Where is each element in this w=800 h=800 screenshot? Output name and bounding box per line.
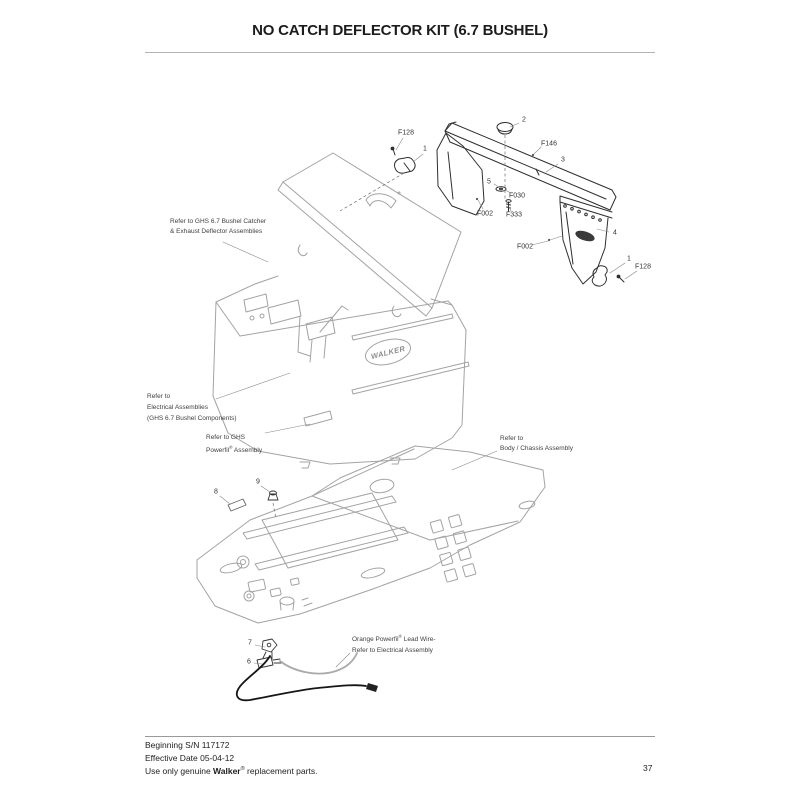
- vent-grid: [429, 514, 477, 583]
- registered-mark: ®: [398, 634, 402, 639]
- callout-f333: F333: [506, 211, 522, 219]
- decal-part-8: [227, 498, 247, 512]
- note-powerfil-line2: Powerfil® Assembly: [206, 445, 263, 455]
- note-body-line2: Body / Chassis Assembly: [500, 445, 573, 452]
- registered-mark: ®: [229, 445, 233, 450]
- callout-5: 5: [487, 178, 491, 186]
- mower-body-group: WALKER: [212, 152, 470, 469]
- note-catcher-line1: Refer to GHS 6.7 Bushel Catcher: [170, 218, 267, 225]
- note-body-chassis: Refer to Body / Chassis Assembly: [500, 434, 573, 454]
- callout-f146: F146: [541, 140, 557, 148]
- brand-name: Walker: [213, 766, 241, 776]
- footer-genuine: Use only genuine Walker® replacement par…: [145, 766, 318, 776]
- washer: [495, 186, 507, 192]
- note-powerfil: Refer to GHS Powerfil® Assembly: [206, 433, 262, 456]
- note-powerfil-line1: Refer to GHS: [206, 434, 246, 441]
- note-lead-wire: Orange Powerfil® Lead Wire- Refer to Ele…: [352, 632, 436, 656]
- leader-lines: [215, 122, 638, 668]
- callout-6: 6: [247, 658, 251, 666]
- gray-lead-wire: [279, 652, 358, 675]
- callout-f128-left: F128: [398, 129, 414, 137]
- alignment-dashes: [272, 135, 506, 520]
- grommet-part-9: [267, 490, 279, 501]
- catcher-lid: [282, 152, 462, 309]
- title-rule: [145, 52, 655, 53]
- callout-8: 8: [214, 488, 218, 496]
- footer-effective: Effective Date 05-04-12: [145, 753, 235, 763]
- note-electrical-line1: Refer to: [147, 393, 171, 400]
- clip-left: [394, 157, 416, 174]
- callout-1-right: 1: [627, 255, 631, 263]
- callout-2: 2: [522, 116, 526, 124]
- callout-7: 7: [248, 639, 252, 647]
- callout-1-left: 1: [423, 145, 427, 153]
- clip-right: [591, 265, 608, 287]
- lid-handle: [365, 193, 397, 209]
- connector-part-6: [256, 656, 282, 669]
- switch-and-wire-group: [227, 490, 378, 702]
- page-number: 37: [643, 763, 653, 773]
- deck-hole: [369, 478, 395, 494]
- walker-oval: [364, 338, 412, 366]
- callout-f128-right: F128: [635, 263, 651, 271]
- callout-f030: F030: [509, 192, 525, 200]
- callout-9: 9: [256, 478, 260, 486]
- deflector-kit-group: [390, 121, 625, 287]
- callout-4: 4: [613, 229, 617, 237]
- note-catcher: Refer to GHS 6.7 Bushel Catcher & Exhaus…: [170, 217, 266, 237]
- switch-part-7: [261, 638, 278, 660]
- footer-rule: [145, 736, 655, 737]
- orange-lead-wire: [235, 655, 367, 702]
- panel-logo: [575, 230, 595, 242]
- note-catcher-line2: & Exhaust Deflector Assemblies: [170, 228, 263, 235]
- walker-logo-text: WALKER: [370, 344, 406, 361]
- knob: [496, 122, 514, 132]
- note-electrical-line3: (GHS 6.7 Bushel Components): [147, 415, 237, 422]
- note-wire-line1: Orange Powerfil® Lead Wire-: [352, 634, 436, 644]
- registered-mark: ®: [240, 766, 245, 773]
- callout-3: 3: [561, 156, 565, 164]
- note-body-line1: Refer to: [500, 435, 524, 442]
- callout-f002-right: F002: [517, 243, 533, 251]
- note-wire-line2: Refer to Electrical Assembly: [352, 646, 433, 654]
- note-electrical: Refer to Electrical Assemblies (GHS 6.7 …: [147, 391, 237, 424]
- note-electrical-line2: Electrical Assemblies: [147, 404, 209, 411]
- footer-serial: Beginning S/N 117172: [145, 740, 230, 750]
- chassis-group: [196, 445, 546, 624]
- page-title: NO CATCH DEFLECTOR KIT (6.7 BUSHEL): [252, 22, 548, 39]
- callout-f002-left: F002: [477, 210, 493, 218]
